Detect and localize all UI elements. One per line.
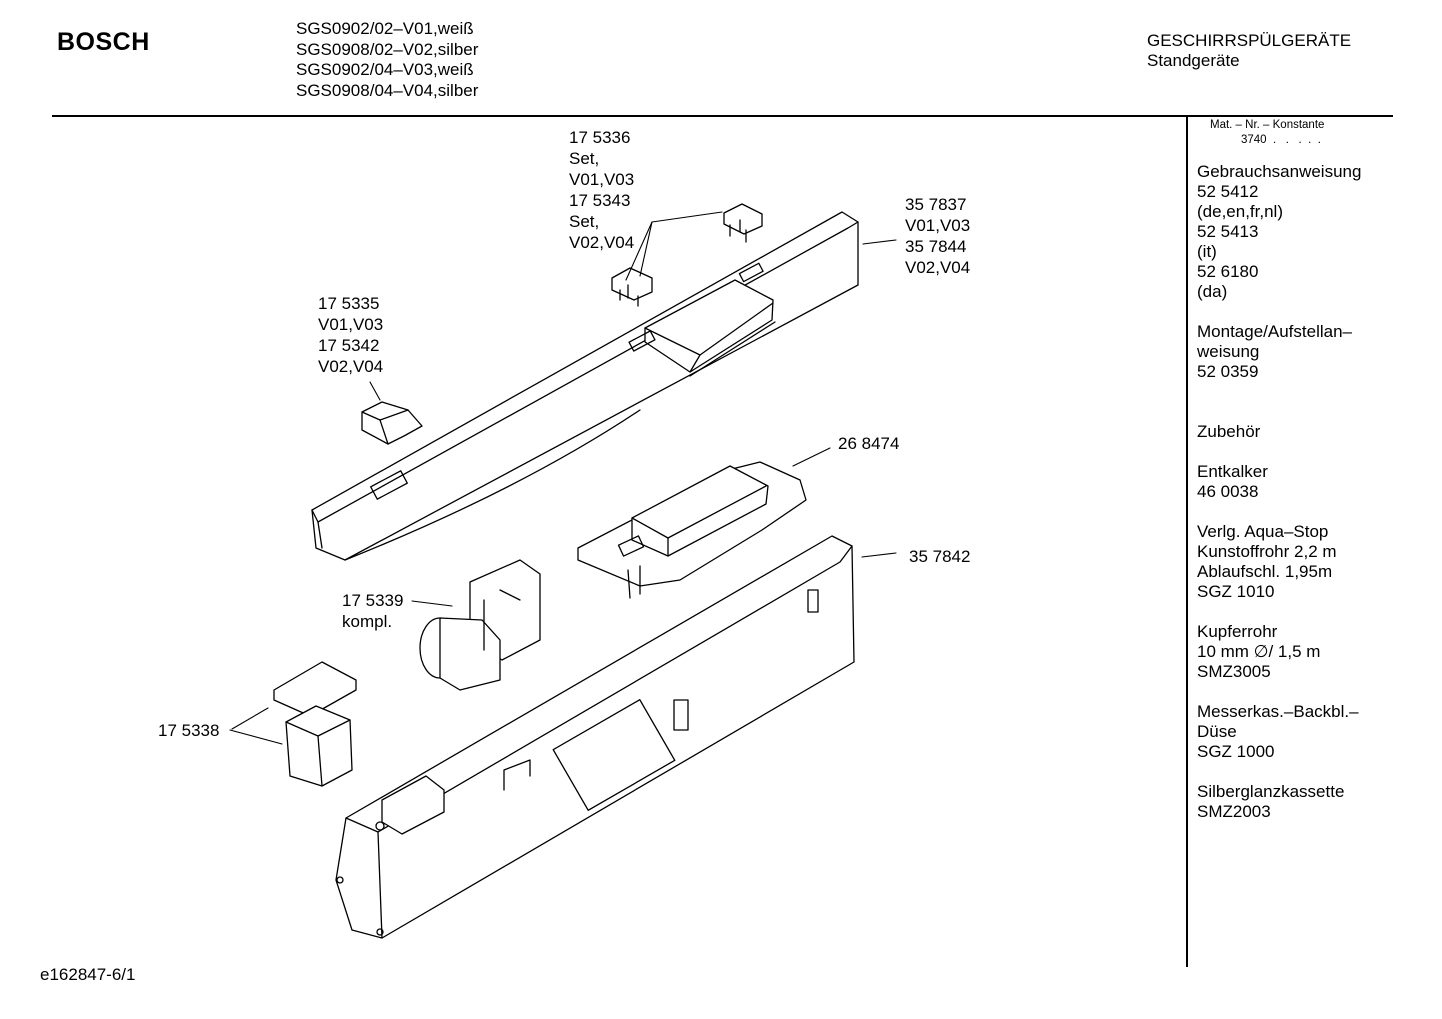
sidebar-line: 52 0359 (1197, 362, 1259, 381)
part-number: 35 7844 (905, 237, 967, 256)
sidebar-line: Entkalker (1197, 462, 1268, 481)
electronic-module (577, 461, 807, 599)
sidebar-line: Verlg. Aqua–Stop (1197, 522, 1329, 541)
sidebar-line: (it) (1197, 242, 1217, 261)
part-number: 35 7837 (905, 195, 967, 214)
sidebar-line: 10 mm ∅/ 1,5 m (1197, 642, 1321, 661)
button-set-top (723, 203, 763, 243)
part-label-268474: 26 8474 (838, 433, 899, 454)
model-line: SGS0902/04–V03,weiß (296, 60, 474, 79)
sidebar-group-manual: Gebrauchsanweisung 52 5412 (de,en,fr,nl)… (1197, 162, 1387, 302)
exploded-parts-diagram (229, 203, 897, 939)
sidebar-line: Messerkas.–Backbl.– (1197, 702, 1359, 721)
leader-lines (229, 211, 897, 745)
part-label-175335: 17 5335 V01,V03 17 5342 V02,V04 (318, 293, 383, 377)
brand-logo: BOSCH (57, 28, 150, 56)
sidebar-line: 52 5412 (1197, 182, 1259, 201)
category-block: GESCHIRRSPÜLGERÄTE Standgeräte (1147, 31, 1351, 71)
sidebar-group-copper-pipe: Kupferrohr 10 mm ∅/ 1,5 m SMZ3005 (1197, 622, 1387, 682)
part-number: 35 7842 (909, 547, 971, 566)
selector-switch (419, 559, 541, 691)
part-number: 17 5338 (158, 721, 220, 740)
small-switch (273, 661, 357, 787)
model-line: SGS0902/02–V01,weiß (296, 19, 474, 38)
sidebar-group-aquastop: Verlg. Aqua–Stop Kunstoffrohr 2,2 m Abla… (1197, 522, 1387, 602)
sidebar-line: Silberglanzkassette (1197, 782, 1345, 801)
part-label-357837: 35 7837 V01,V03 35 7844 V02,V04 (905, 194, 970, 278)
part-note: Set, (569, 212, 600, 231)
part-label-357842: 35 7842 (909, 546, 970, 567)
sidebar-line: Gebrauchsanweisung (1197, 162, 1362, 181)
sidebar-line: SMZ2003 (1197, 802, 1271, 821)
part-number: 17 5336 (569, 128, 631, 147)
sidebar-line: 46 0038 (1197, 482, 1259, 501)
sidebar-line: (de,en,fr,nl) (1197, 202, 1283, 221)
part-number: 17 5342 (318, 336, 380, 355)
sidebar-line: Düse (1197, 722, 1237, 741)
category-title: GESCHIRRSPÜLGERÄTE (1147, 31, 1352, 50)
sidebar-line: weisung (1197, 342, 1260, 361)
sidebar-line: (da) (1197, 282, 1228, 301)
category-subtitle: Standgeräte (1147, 51, 1240, 70)
part-variants: V01,V03 (318, 315, 384, 334)
base-housing (335, 535, 855, 939)
part-variants: V02,V04 (569, 233, 635, 252)
part-number: 17 5339 (342, 591, 404, 610)
model-line: SGS0908/04–V04,silber (296, 80, 479, 100)
part-variants: V02,V04 (318, 357, 384, 376)
part-number: 17 5335 (318, 294, 380, 313)
sidebar-line (1197, 402, 1387, 422)
part-variants: V02,V04 (905, 258, 971, 277)
sidebar-line: SMZ3005 (1197, 662, 1271, 681)
sidebar-line: Kunstoffrohr 2,2 m (1197, 542, 1337, 561)
button-set-lower (611, 267, 653, 307)
sidebar-line: Zubehör (1197, 422, 1261, 441)
sidebar-line: 52 5413 (1197, 222, 1259, 241)
header-rule (52, 115, 1393, 117)
sidebar-info: Gebrauchsanweisung 52 5412 (de,en,fr,nl)… (1197, 162, 1387, 842)
sidebar-line: Kupferrohr (1197, 622, 1278, 641)
part-label-175338: 17 5338 (158, 720, 219, 741)
part-note: Set, (569, 149, 600, 168)
sidebar-group-installation: Montage/Aufstellan– weisung 52 0359 (1197, 322, 1387, 382)
part-number: 17 5343 (569, 191, 631, 210)
mat-number-label: Mat. – Nr. – Konstante (1210, 119, 1325, 131)
part-note: kompl. (342, 612, 393, 631)
part-label-175336: 17 5336 Set, V01,V03 17 5343 Set, V02,V0… (569, 127, 634, 253)
sidebar-rule (1186, 117, 1188, 967)
knob-piece (361, 401, 423, 445)
drawing-code: e162847-6/1 (40, 965, 136, 984)
control-panel-fascia (311, 211, 859, 561)
mat-number-constant: 3740 . . . . . (1241, 134, 1321, 146)
model-list: SGS0902/02–V01,weiß SGS0908/02–V02,silbe… (296, 19, 478, 101)
sidebar-group-accessories: Zubehör (1197, 402, 1387, 442)
sidebar-group-descaler: Entkalker 46 0038 (1197, 462, 1387, 502)
sidebar-group-nozzle: Messerkas.–Backbl.– Düse SGZ 1000 (1197, 702, 1387, 762)
sidebar-line: Montage/Aufstellan– (1197, 322, 1352, 341)
sidebar-line: SGZ 1010 (1197, 582, 1275, 601)
part-number: 26 8474 (838, 434, 900, 453)
sidebar-line: Ablaufschl. 1,95m (1197, 562, 1333, 581)
sidebar-line: 52 6180 (1197, 262, 1259, 281)
model-line: SGS0908/02–V02,silber (296, 39, 479, 59)
sidebar-line: SGZ 1000 (1197, 742, 1275, 761)
part-label-175339: 17 5339 kompl. (342, 590, 403, 632)
part-variants: V01,V03 (569, 170, 635, 189)
sidebar-group-cassette: Silberglanzkassette SMZ2003 (1197, 782, 1387, 822)
part-variants: V01,V03 (905, 216, 971, 235)
